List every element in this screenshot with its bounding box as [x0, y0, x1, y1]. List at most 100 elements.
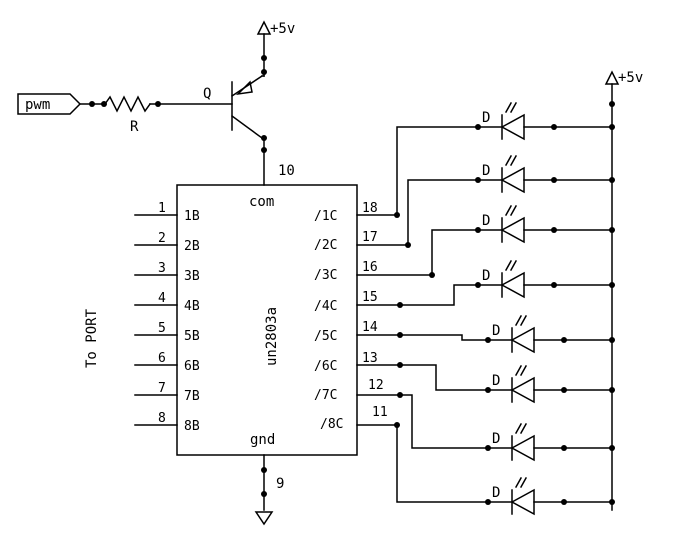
pin-label: /1C	[314, 209, 337, 224]
junction-dot	[551, 124, 557, 130]
diode-label: D	[482, 163, 490, 179]
junction-dot	[609, 124, 615, 130]
gnd-label: gnd	[250, 432, 275, 448]
junction-dot	[261, 55, 267, 61]
pin-label: 8B	[184, 419, 200, 434]
input-pin-1: 1 1B	[134, 201, 200, 224]
junction-dot	[475, 227, 481, 233]
wire	[356, 424, 513, 503]
output-pins: /1C 18 /2C 17 /3C 16 /4C 15 /5C 14 /6C 1…	[314, 201, 388, 432]
junction-dot	[397, 392, 403, 398]
led-diode-icon	[500, 259, 525, 299]
junction-dot	[609, 387, 615, 393]
junction-dot	[561, 445, 567, 451]
led-diode-icon	[510, 476, 535, 516]
led-channel-8: D	[356, 422, 615, 516]
pin-label: /2C	[314, 238, 337, 253]
output-pin-4: /4C 15	[314, 290, 378, 314]
led-channel-7: D	[356, 392, 615, 462]
input-pins: 1 1B 2 2B 3 3B 4 4B 5 5B 6 6B	[134, 201, 200, 434]
pin-number: 12	[368, 378, 384, 393]
pin-number: 8	[158, 411, 166, 426]
pin-label: 2B	[184, 239, 200, 254]
junction-dot	[475, 282, 481, 288]
input-pin-8: 8 8B	[134, 411, 200, 434]
com-pin-number: 10	[278, 163, 295, 179]
led-diode-icon	[510, 364, 535, 404]
led-diode-icon	[500, 101, 525, 141]
supply-label: +5v	[270, 21, 295, 37]
junction-dot	[609, 445, 615, 451]
pin-number: 17	[362, 230, 378, 245]
junction-dot	[561, 337, 567, 343]
led-channel-3: D	[356, 204, 615, 278]
junction-dot	[485, 337, 491, 343]
junction-dot	[261, 135, 267, 141]
junction-dot	[397, 362, 403, 368]
junction-dot	[609, 101, 615, 107]
led-diode-icon	[500, 204, 525, 244]
input-pin-4: 4 4B	[134, 291, 200, 314]
pin-number: 1	[158, 201, 166, 216]
diode-label: D	[482, 110, 490, 126]
junction-dot	[397, 302, 403, 308]
diode-label: D	[492, 485, 500, 501]
junction-dot	[89, 101, 95, 107]
pin-label: /5C	[314, 329, 337, 344]
output-pin-7: /7C 12	[314, 378, 384, 403]
output-pin-6: /6C 13	[314, 351, 378, 374]
diode-label: D	[482, 213, 490, 229]
pin-number: 5	[158, 321, 166, 336]
junction-dot	[485, 499, 491, 505]
led-channel-4: D	[356, 259, 615, 308]
led-channel-1: D	[356, 101, 615, 218]
junction-dot	[429, 272, 435, 278]
pwm-input-flag: pwm	[17, 93, 82, 115]
wire	[356, 229, 503, 276]
supply-label-right: +5v	[618, 70, 643, 86]
junction-dot	[609, 227, 615, 233]
input-pin-6: 6 6B	[134, 351, 200, 374]
pin-label: 6B	[184, 359, 200, 374]
wire	[356, 179, 503, 246]
junction-dot	[485, 445, 491, 451]
diode-label: D	[482, 268, 490, 284]
wire	[356, 284, 503, 306]
pin-label: /3C	[314, 268, 337, 283]
input-pin-2: 2 2B	[134, 231, 200, 254]
diode-label: D	[492, 431, 500, 447]
diode-label: D	[492, 373, 500, 389]
chip-name: un2803a	[264, 307, 280, 366]
pin-number: 2	[158, 231, 166, 246]
pin-number: 6	[158, 351, 166, 366]
junction-dot	[397, 332, 403, 338]
pin-number: 18	[362, 201, 378, 216]
pin-label: 7B	[184, 389, 200, 404]
pin-number: 14	[362, 320, 378, 335]
diode-label: D	[492, 323, 500, 339]
output-pin-5: /5C 14	[314, 320, 378, 344]
wire	[356, 126, 503, 216]
pin-label: 3B	[184, 269, 200, 284]
led-channel-5: D	[356, 314, 615, 354]
output-pin-3: /3C 16	[314, 260, 378, 283]
output-pin-1: /1C 18	[314, 201, 378, 224]
resistor-r: R	[103, 95, 152, 135]
gnd-pin-number: 9	[276, 476, 284, 492]
port-label: To PORT	[84, 308, 100, 368]
junction-dot	[261, 467, 267, 473]
led-channels: D D D D D D D D	[356, 101, 615, 516]
pin-label: /7C	[314, 388, 337, 403]
junction-dot	[551, 177, 557, 183]
input-pin-5: 5 5B	[134, 321, 200, 344]
junction-dot	[551, 282, 557, 288]
pwm-label: pwm	[25, 97, 50, 113]
junction-dot	[405, 242, 411, 248]
pin-label: 1B	[184, 209, 200, 224]
pin-number: 4	[158, 291, 166, 306]
wire	[356, 394, 513, 449]
junction-dot	[551, 227, 557, 233]
led-channel-2: D	[356, 154, 615, 248]
output-pin-2: /2C 17	[314, 230, 378, 253]
led-diode-icon	[510, 422, 535, 462]
